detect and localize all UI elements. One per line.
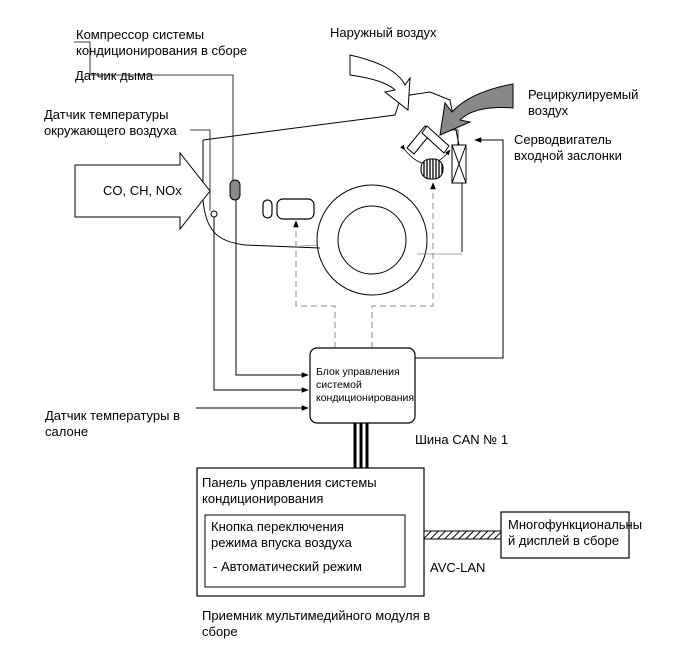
servo-motor-box	[451, 144, 467, 184]
gas-input-arrow	[74, 151, 211, 231]
auto-mode-label: - Автоматический режим	[213, 559, 362, 574]
wheel-outer	[316, 184, 428, 296]
ac-control-panel-label: Панель управления системы кондиционирова…	[202, 475, 377, 506]
outside-air-arrow	[349, 54, 411, 111]
multifunction-display-label: Многофункциональны й дисплей в сборе	[508, 517, 643, 548]
wheel-axis-lines	[299, 244, 462, 255]
cabin-temp-sensor-label: Датчик температуры в салоне	[45, 408, 181, 439]
gases-label: CO, CH, NOx	[103, 183, 182, 198]
ambient-temp-sensor-label: Датчик температуры окружающего воздуха	[44, 107, 177, 138]
can-bus-wires	[353, 423, 369, 468]
intake-mode-button-box	[204, 514, 406, 588]
car-body-outline	[202, 91, 463, 296]
multimedia-receiver-label: Приемник мультимедийного модуля в сборе	[202, 608, 431, 639]
sensor-signal-wires	[196, 137, 504, 411]
smoke-sensor-icon	[229, 179, 241, 201]
avc-lan-label: AVC-LAN	[430, 560, 486, 575]
wheel-inner	[337, 205, 407, 275]
ambient-temp-sensor-icon	[210, 210, 218, 218]
outside-air-label: Наружный воздух	[330, 25, 437, 40]
label-leaders	[74, 41, 459, 211]
recirculated-air-label: Рециркулируемый воздух	[528, 87, 639, 118]
ac-control-unit-label: Блок управления системой кондиционирован…	[316, 366, 415, 404]
multifunction-display-box	[500, 511, 630, 559]
avc-lan-cable	[423, 530, 502, 540]
smoke-sensor-label: Датчик дыма	[75, 68, 154, 83]
intake-mode-button-label: Кнопка переключения режима впуска воздух…	[211, 519, 352, 550]
compressor-icon	[262, 198, 315, 220]
compressor-label: Компрессор системы кондиционирования в с…	[76, 27, 248, 58]
servo-motor-icon	[420, 158, 444, 180]
can-bus-label: Шина CAN № 1	[415, 432, 509, 447]
servo-motor-label: Серводвигатель входной заслонки	[514, 132, 622, 163]
actuator-dashed-lines	[293, 182, 436, 348]
recirculated-air-arrow	[439, 83, 514, 136]
